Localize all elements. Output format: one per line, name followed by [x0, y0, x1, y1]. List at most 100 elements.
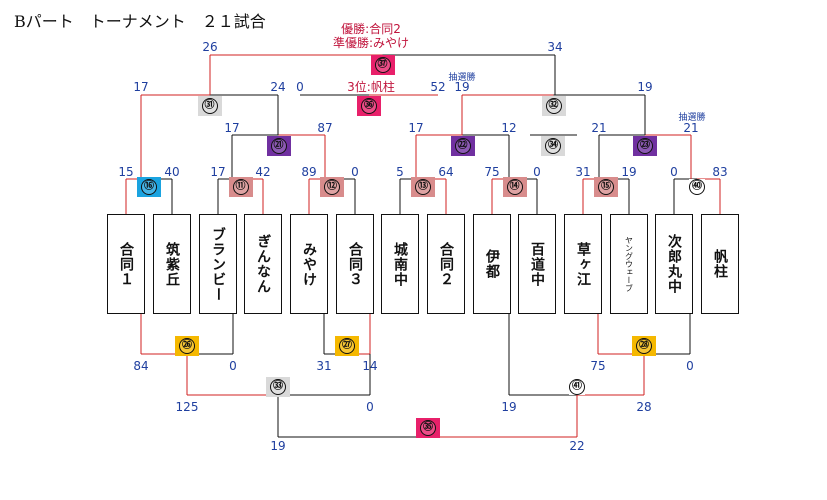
- match-score: 21: [591, 121, 607, 135]
- match-score: 22: [569, 439, 585, 453]
- match-score: 40: [164, 165, 180, 179]
- match-score: 19: [637, 80, 653, 94]
- match-number-badge: ㉜: [541, 96, 566, 116]
- match-number-badge: ㉗: [335, 336, 359, 356]
- team-name: 百道中: [529, 241, 545, 287]
- match-score: 19: [501, 400, 517, 414]
- team-box: 合同１: [107, 214, 145, 314]
- match-number: ㉑: [270, 138, 287, 154]
- match-number-badge: ㉓: [633, 136, 657, 156]
- match-number-badge: ㉞: [541, 136, 565, 156]
- match-number: ㉜: [545, 98, 562, 114]
- match-number: ㊵: [689, 179, 705, 195]
- match-number: ⑪: [232, 179, 249, 195]
- match-score: 14: [362, 359, 378, 373]
- match-number: ㉘: [636, 338, 652, 354]
- team-box: 筑紫丘: [153, 214, 191, 314]
- match-score: 26: [202, 40, 218, 54]
- match-score: 15: [118, 165, 134, 179]
- match-number-badge: ㊶: [569, 379, 585, 395]
- match-score: 19: [270, 439, 286, 453]
- match-number: ⑫: [324, 179, 340, 195]
- match-number-badge: ㉝: [266, 377, 290, 397]
- lottery-win-label: 抽選勝: [448, 73, 476, 83]
- match-score: 52: [430, 80, 446, 94]
- team-box: 帆柱: [701, 214, 739, 314]
- match-number: ⑯: [141, 179, 157, 195]
- match-number-badge: ㊲: [370, 55, 395, 75]
- match-number: ⑮: [598, 179, 614, 195]
- team-name: みやけ: [301, 241, 317, 287]
- match-number-badge: ⑯: [137, 177, 161, 197]
- match-score: 42: [255, 165, 271, 179]
- team-box: 合同３: [336, 214, 374, 314]
- match-number-badge: ㉖: [175, 336, 199, 356]
- team-name: 合同２: [438, 241, 454, 287]
- lottery-win-label: 抽選勝: [678, 113, 706, 123]
- match-score: 87: [317, 121, 333, 135]
- team-box: 城南中: [381, 214, 419, 314]
- match-score: 75: [590, 359, 606, 373]
- team-name: 帆柱: [712, 249, 728, 279]
- match-number: ㊶: [569, 379, 585, 395]
- match-score: 5: [396, 165, 404, 179]
- match-score: 17: [133, 80, 149, 94]
- match-number-badge: ㉛: [197, 96, 222, 116]
- runner-up-note: 準優勝:みやけ: [332, 36, 410, 50]
- team-name: 草ヶ江: [575, 241, 591, 287]
- match-score: 21: [683, 121, 699, 135]
- team-name: 城南中: [392, 241, 408, 287]
- match-number-badge: ⑭: [502, 177, 527, 197]
- match-score: 31: [316, 359, 332, 373]
- match-score: 125: [175, 400, 199, 414]
- match-score: 64: [438, 165, 454, 179]
- champion-note: 優勝:合同2: [341, 22, 401, 36]
- match-score: 0: [296, 80, 304, 94]
- match-number: ㉞: [545, 138, 561, 154]
- match-number-badge: ㉘: [632, 336, 656, 356]
- match-score: 84: [133, 359, 149, 373]
- match-number: ㉟: [420, 420, 436, 436]
- match-number-badge: ㉟: [416, 418, 440, 438]
- match-score: 24: [270, 80, 286, 94]
- match-number-badge: ㉒: [450, 136, 475, 156]
- team-box: 次郎丸中: [655, 214, 693, 314]
- match-number-badge: ㊱: [357, 96, 381, 116]
- match-number-badge: ⑫: [320, 177, 344, 197]
- match-number-badge: ⑬: [411, 177, 435, 197]
- match-score: 89: [301, 165, 317, 179]
- team-box: 伊都: [473, 214, 511, 314]
- match-score: 0: [686, 359, 694, 373]
- match-score: 17: [210, 165, 226, 179]
- team-box: ブランビー: [199, 214, 237, 314]
- match-score: 0: [351, 165, 359, 179]
- team-name: ぎんなん: [255, 234, 271, 294]
- team-name: ヤングウェーブ: [624, 236, 634, 292]
- match-score: 19: [621, 165, 637, 179]
- team-name: 次郎丸中: [666, 234, 682, 294]
- team-name: 合同３: [347, 241, 363, 287]
- match-score: 31: [575, 165, 591, 179]
- match-number: ㉓: [637, 138, 653, 154]
- match-score: 83: [712, 165, 728, 179]
- match-number-badge: ㊵: [689, 179, 705, 195]
- match-number: ㊱: [361, 98, 377, 114]
- match-score: 0: [229, 359, 237, 373]
- team-box: 百道中: [518, 214, 556, 314]
- match-number-badge: ⑮: [594, 177, 618, 197]
- team-box: みやけ: [290, 214, 328, 314]
- match-number: ⑭: [506, 179, 523, 195]
- third-place-note: 3位:帆柱: [347, 80, 395, 94]
- match-number: ㉛: [201, 98, 218, 114]
- match-number: ㉖: [179, 338, 195, 354]
- match-score: 0: [533, 165, 541, 179]
- match-score: 0: [366, 400, 374, 414]
- match-score: 75: [484, 165, 500, 179]
- match-score: 19: [454, 80, 470, 94]
- match-number: ㉗: [339, 338, 355, 354]
- team-box: 草ヶ江: [564, 214, 602, 314]
- team-box: ヤングウェーブ: [610, 214, 648, 314]
- match-number: ⑬: [415, 179, 431, 195]
- match-score: 28: [636, 400, 652, 414]
